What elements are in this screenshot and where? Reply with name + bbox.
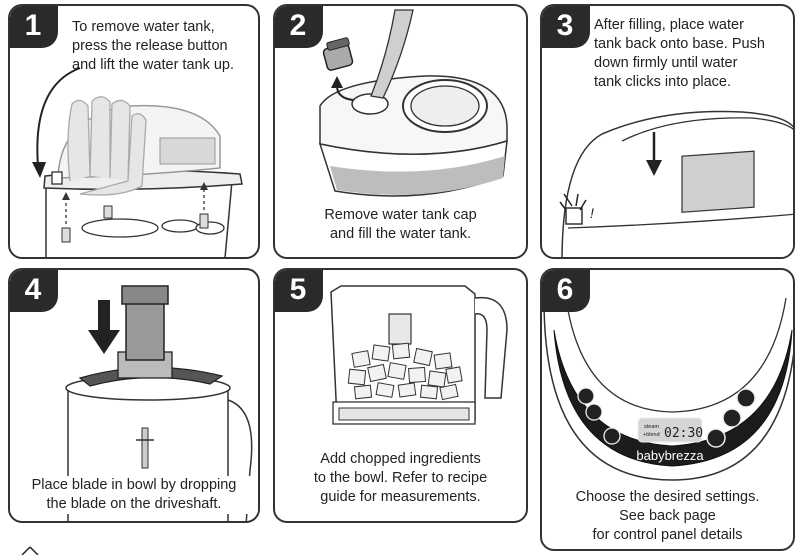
step-panel-4: 4 Place blade in bowl by dropping the bl… bbox=[8, 268, 260, 523]
steam-icon bbox=[577, 387, 595, 405]
click-mark: ! bbox=[590, 205, 594, 221]
brand-logo: babybrezza bbox=[636, 448, 704, 463]
illustration-control-panel: steam +blend 02:30 babybrezza bbox=[543, 297, 793, 481]
step-number-badge: 6 bbox=[542, 270, 590, 312]
blend-icon bbox=[585, 403, 603, 421]
steam-blend-icon bbox=[603, 427, 621, 445]
lcd-label-steam: steam bbox=[644, 424, 659, 430]
step-caption: To remove water tank, press the release … bbox=[72, 19, 235, 73]
illustration-place-tank: ! bbox=[559, 110, 793, 257]
illustration-add-ingredients bbox=[330, 285, 508, 425]
lcd-time: 02:30 bbox=[664, 426, 703, 441]
step-panel-2: 2 Remove water tank cap and fill the wat… bbox=[273, 4, 528, 259]
step-panel-6: steam +blend 02:30 babybrezza 6 Choose t… bbox=[540, 268, 795, 551]
step-caption: Place blade in bowl by dropping the blad… bbox=[10, 476, 258, 514]
step-caption: Add chopped ingredients to the bowl. Ref… bbox=[313, 451, 488, 505]
step-number-badge: 3 bbox=[542, 6, 590, 48]
tank-cap bbox=[322, 37, 354, 71]
lcd-display bbox=[637, 417, 703, 443]
ice-cubes bbox=[347, 342, 463, 401]
start-button-icon bbox=[722, 408, 742, 428]
stop-button-icon bbox=[706, 428, 726, 448]
step-caption: After filling, place water tank back ont… bbox=[594, 17, 765, 90]
warning-icon bbox=[21, 546, 39, 555]
step-caption: Remove water tank cap and fill the water… bbox=[324, 207, 477, 242]
step-panel-5: 5 Add chopped ingredients to the bowl. R… bbox=[273, 268, 528, 523]
step-number-badge: 5 bbox=[275, 270, 323, 312]
step-number-badge: 1 bbox=[10, 6, 58, 48]
step-panel-1: 1 To remove water tank, press the releas… bbox=[8, 4, 260, 259]
step-panel-3: ! 3 After filling, place water tank back… bbox=[540, 4, 795, 259]
illustration-remove-tank bbox=[32, 67, 243, 257]
step-caption: Choose the desired settings. See back pa… bbox=[575, 489, 760, 543]
step-number-badge: 2 bbox=[275, 6, 323, 48]
power-button-icon bbox=[736, 388, 756, 408]
lcd-label-blend: +blend bbox=[643, 432, 660, 438]
step-number-badge: 4 bbox=[10, 270, 58, 312]
illustration-fill-tank bbox=[318, 9, 508, 197]
